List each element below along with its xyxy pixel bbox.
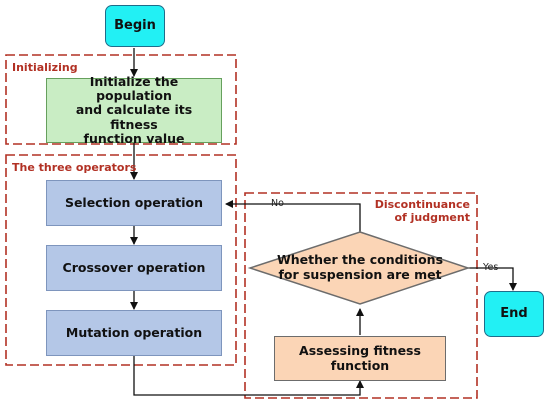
region-label-operators: The three operators [12, 161, 137, 174]
decision-diamond [247, 231, 471, 305]
initialize-line-3: function value [83, 131, 185, 147]
region-label-judgment-line-1: Discontinuance [374, 198, 470, 211]
region-judgment [244, 192, 478, 399]
initialize-line-2: and calculate its fitness [75, 102, 193, 132]
region-label-judgment-line-2: of judgment [394, 210, 470, 224]
initialize-node: Initialize the population and calculate … [46, 73, 222, 147]
assessing-line-1: Assessing fitness [299, 343, 421, 359]
edge-label-no: No [271, 198, 284, 209]
region-operators [5, 154, 237, 366]
edge-decision-no-to-selection [225, 200, 361, 232]
decision-line-2: for suspension are met [278, 267, 442, 282]
mutation-node: Mutation operation [46, 310, 222, 356]
crossover-node: Crossover operation [46, 245, 222, 291]
region-initializing [5, 54, 237, 145]
end-node: End [484, 291, 544, 337]
decision-line-1: Whether the conditions [276, 252, 444, 267]
selection-node: Selection operation [46, 180, 222, 226]
region-label-judgment: Discontinuance of judgment [374, 198, 470, 224]
edge-decision-yes-to-end [468, 267, 517, 291]
region-label-initializing: Initializing [12, 61, 78, 74]
edge-label-yes: Yes [483, 262, 499, 273]
assessing-node: Assessing fitness function [274, 336, 446, 381]
begin-node: Begin [105, 5, 165, 47]
initialize-line-1: Initialize the population [89, 73, 179, 103]
edge-mutation-to-assessing [133, 356, 364, 396]
decision-node: Whether the conditions for suspension ar… [270, 252, 450, 282]
assessing-line-2: function [330, 357, 390, 373]
